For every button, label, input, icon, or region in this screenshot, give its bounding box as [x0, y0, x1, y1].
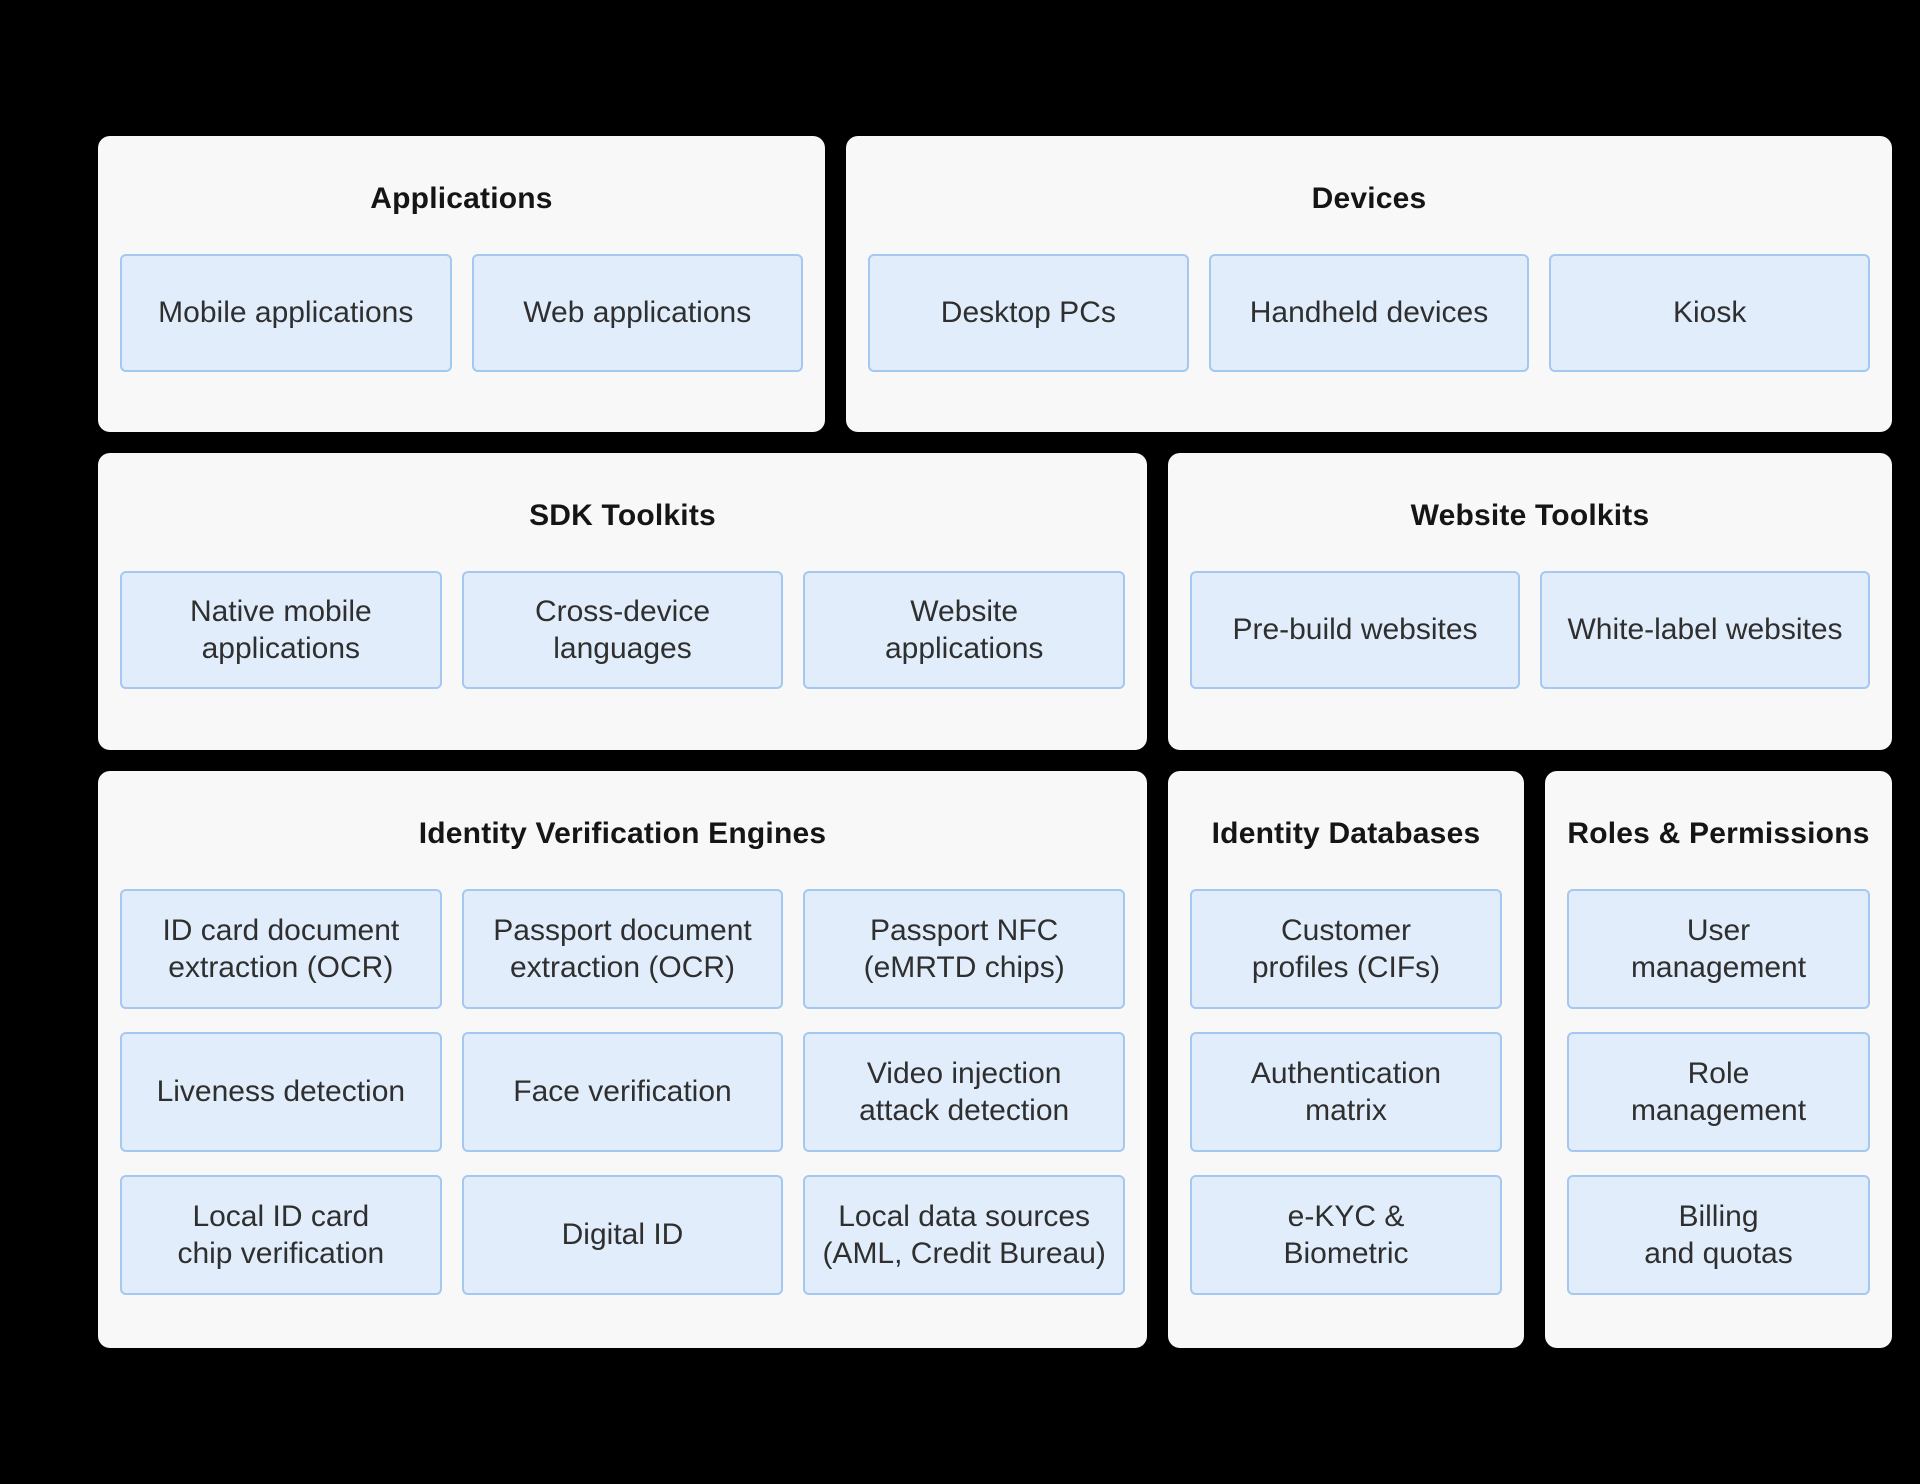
panel-title-identity-verification-engines: Identity Verification Engines [418, 817, 827, 850]
panel-title-identity-databases: Identity Databases [1211, 817, 1481, 850]
box-web-applications: Web applications [471, 254, 803, 372]
box-digital-id: Digital ID [461, 1175, 784, 1295]
box-desktop-pcs: Desktop PCs [868, 254, 1189, 372]
panel-applications: Applications Mobile applications Web app… [98, 136, 825, 432]
box-pre-build-websites: Pre-build websites [1190, 571, 1520, 689]
box-liveness-detection: Liveness detection [120, 1032, 442, 1152]
box-native-mobile-applications: Native mobile applications [120, 571, 442, 689]
devices-box-row: Desktop PCs Handheld devices Kiosk [868, 254, 1871, 372]
panel-title-sdk-toolkits: SDK Toolkits [529, 499, 716, 532]
box-authentication-matrix: Authentication matrix [1190, 1032, 1502, 1152]
box-mobile-applications: Mobile applications [120, 254, 452, 372]
box-video-injection-attack-detection: Video injection attack detection [803, 1032, 1125, 1152]
box-passport-nfc-emrtd-chips: Passport NFC (eMRTD chips) [803, 889, 1125, 1009]
panel-roles-permissions: Roles & Permissions User management Role… [1545, 771, 1892, 1348]
panel-identity-verification-engines: Identity Verification Engines ID card do… [98, 771, 1147, 1348]
box-user-management: User management [1567, 889, 1870, 1009]
box-passport-document-extraction-ocr: Passport document extraction (OCR) [461, 889, 784, 1009]
box-role-management: Role management [1567, 1032, 1870, 1152]
panel-title-roles-permissions: Roles & Permissions [1567, 817, 1870, 850]
box-kiosk: Kiosk [1549, 254, 1871, 372]
box-local-data-sources-aml-credit-bureau: Local data sources (AML, Credit Bureau) [803, 1175, 1125, 1295]
roles-permissions-box-col: User management Role management Billing … [1567, 889, 1870, 1295]
panel-title-devices: Devices [1311, 182, 1427, 215]
box-e-kyc-biometric: e-KYC & Biometric [1190, 1175, 1502, 1295]
website-toolkits-box-row: Pre-build websites White-label websites [1190, 571, 1870, 689]
panel-title-website-toolkits: Website Toolkits [1410, 499, 1650, 532]
applications-box-row: Mobile applications Web applications [120, 254, 803, 372]
panel-devices: Devices Desktop PCs Handheld devices Kio… [846, 136, 1892, 432]
identity-databases-box-col: Customer profiles (CIFs) Authentication … [1190, 889, 1502, 1295]
box-local-id-card-chip-verification: Local ID card chip verification [120, 1175, 442, 1295]
panel-website-toolkits: Website Toolkits Pre-build websites Whit… [1168, 453, 1892, 750]
box-customer-profiles-cifs: Customer profiles (CIFs) [1190, 889, 1502, 1009]
panel-identity-databases: Identity Databases Customer profiles (CI… [1168, 771, 1524, 1348]
panel-title-applications: Applications [370, 182, 553, 215]
panel-sdk-toolkits: SDK Toolkits Native mobile applications … [98, 453, 1147, 750]
box-website-applications: Website applications [803, 571, 1126, 689]
box-id-card-document-extraction-ocr: ID card document extraction (OCR) [120, 889, 442, 1009]
box-billing-and-quotas: Billing and quotas [1567, 1175, 1870, 1295]
identity-verification-engines-box-grid: ID card document extraction (OCR) Passpo… [120, 889, 1125, 1295]
box-cross-device-languages: Cross-device languages [461, 571, 784, 689]
sdk-toolkits-box-row: Native mobile applications Cross-device … [120, 571, 1126, 689]
box-handheld-devices: Handheld devices [1208, 254, 1530, 372]
box-white-label-websites: White-label websites [1540, 571, 1870, 689]
box-face-verification: Face verification [461, 1032, 784, 1152]
